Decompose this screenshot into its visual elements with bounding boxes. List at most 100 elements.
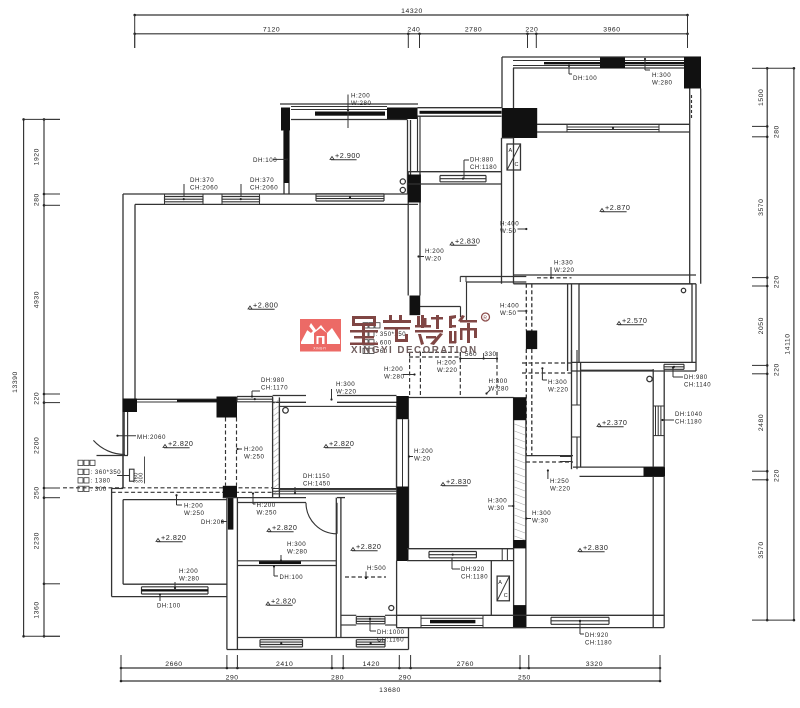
svg-text:+2.800: +2.800 [253, 301, 278, 310]
svg-text:3320: 3320 [586, 661, 603, 668]
svg-text:220: 220 [34, 392, 41, 405]
svg-text:280: 280 [34, 193, 41, 206]
svg-text:W:220: W:220 [550, 485, 571, 492]
svg-text:220: 220 [774, 275, 781, 288]
svg-text:CH:1180: CH:1180 [470, 165, 497, 171]
svg-text:CH:2060: CH:2060 [250, 185, 278, 192]
svg-text:4930: 4930 [34, 291, 41, 308]
svg-text:C: C [504, 593, 509, 599]
svg-text:2660: 2660 [165, 661, 182, 668]
svg-text:W:50: W:50 [500, 310, 517, 317]
svg-text:: 1380: : 1380 [91, 479, 111, 485]
svg-text:A: A [509, 148, 513, 154]
svg-text:H:400: H:400 [500, 303, 519, 310]
svg-text:CH:1140: CH:1140 [684, 383, 711, 389]
svg-text:: 600: : 600 [376, 341, 392, 347]
svg-text:1360: 1360 [34, 601, 41, 618]
svg-text:W:250: W:250 [257, 509, 278, 516]
svg-text:W:280: W:280 [351, 100, 372, 107]
svg-text:DH:370: DH:370 [190, 177, 214, 184]
svg-text:290: 290 [398, 675, 411, 682]
svg-text:: 350*250: : 350*250 [376, 332, 407, 338]
svg-text:300: 300 [139, 472, 145, 483]
svg-text:360: 360 [134, 472, 140, 483]
svg-text:DH:1150: DH:1150 [303, 474, 330, 480]
svg-text:2410: 2410 [276, 661, 293, 668]
svg-text:H:300: H:300 [488, 498, 507, 505]
svg-text:250: 250 [518, 675, 531, 682]
svg-text:H:200: H:200 [179, 568, 198, 575]
svg-text:W:220: W:220 [548, 386, 569, 393]
svg-text:H:200: H:200 [257, 502, 276, 509]
svg-text:14320: 14320 [401, 8, 423, 15]
svg-text:C: C [515, 162, 520, 168]
svg-text:W:280: W:280 [652, 79, 673, 86]
svg-text:2050: 2050 [758, 317, 765, 334]
svg-text:+2.830: +2.830 [446, 477, 471, 486]
svg-text:H:200: H:200 [437, 360, 456, 367]
svg-text:W:250: W:250 [244, 453, 265, 460]
svg-text:H:200: H:200 [384, 366, 403, 373]
svg-text:H:300: H:300 [532, 510, 551, 517]
svg-text:DH:370: DH:370 [250, 177, 274, 184]
svg-text:H:200: H:200 [184, 503, 203, 510]
svg-text:W:30: W:30 [532, 517, 549, 524]
svg-text:CH:1180: CH:1180 [461, 575, 488, 581]
svg-text:W:20: W:20 [425, 255, 442, 262]
svg-text:H:300: H:300 [287, 541, 306, 548]
svg-text:+2.870: +2.870 [605, 203, 630, 212]
svg-text:H:200: H:200 [414, 448, 433, 455]
svg-text:H:300: H:300 [548, 379, 567, 386]
svg-text:H:200: H:200 [244, 446, 263, 453]
svg-text:W:220: W:220 [554, 267, 575, 274]
svg-text:CH:1180: CH:1180 [675, 420, 702, 426]
svg-text:DH:100: DH:100 [157, 604, 181, 610]
svg-text:: 360*350: : 360*350 [91, 470, 122, 476]
svg-text:W:250: W:250 [184, 510, 205, 517]
svg-text:DH:920: DH:920 [585, 633, 609, 639]
svg-text:+2.570: +2.570 [622, 316, 647, 325]
svg-text:1920: 1920 [34, 148, 41, 165]
svg-text:W:50: W:50 [500, 228, 517, 235]
svg-text:DH:200: DH:200 [201, 520, 225, 526]
svg-text:DH:1040: DH:1040 [675, 412, 703, 418]
svg-text:1420: 1420 [363, 661, 380, 668]
svg-text:+2.830: +2.830 [455, 237, 480, 246]
svg-text:13390: 13390 [12, 371, 19, 393]
svg-text:MH:2060: MH:2060 [137, 434, 166, 441]
svg-text:H:300: H:300 [489, 378, 508, 385]
svg-text:DH:980: DH:980 [261, 378, 285, 384]
svg-text:W:280: W:280 [179, 575, 200, 582]
svg-text:W:280: W:280 [489, 385, 510, 392]
svg-text:XINGYI: XINGYI [313, 347, 326, 351]
svg-text:3570: 3570 [758, 541, 765, 558]
svg-text:+2.820: +2.820 [271, 597, 296, 606]
svg-text:2760: 2760 [457, 661, 474, 668]
svg-text:W:30: W:30 [488, 505, 505, 512]
svg-text:240: 240 [407, 27, 420, 34]
svg-text:13680: 13680 [379, 687, 401, 694]
svg-text:1500: 1500 [758, 89, 765, 106]
svg-text:DH:880: DH:880 [470, 158, 494, 164]
svg-text:CH:2060: CH:2060 [190, 185, 218, 192]
svg-text:+2.830: +2.830 [583, 543, 608, 552]
svg-text:2480: 2480 [758, 414, 765, 431]
svg-text:560: 560 [465, 351, 477, 358]
svg-text:DH:100: DH:100 [280, 575, 304, 581]
svg-text:DH:920: DH:920 [461, 567, 485, 573]
svg-text:H:300: H:300 [652, 72, 671, 79]
svg-text:+2.820: +2.820 [329, 439, 354, 448]
svg-text:+2.820: +2.820 [161, 533, 186, 542]
svg-text:H:200: H:200 [351, 93, 370, 100]
svg-text:2200: 2200 [34, 437, 41, 454]
svg-text:7120: 7120 [263, 27, 280, 34]
svg-text:H:200: H:200 [425, 248, 444, 255]
svg-text:+2.820: +2.820 [272, 523, 297, 532]
svg-text:DH:100: DH:100 [573, 75, 597, 82]
svg-text:A: A [498, 580, 502, 586]
svg-text:DH:100: DH:100 [253, 157, 277, 164]
svg-text:3960: 3960 [603, 27, 620, 34]
svg-text:H:500: H:500 [367, 565, 386, 572]
svg-text:280: 280 [331, 675, 344, 682]
svg-text:XINGYI DECORATION: XINGYI DECORATION [351, 345, 478, 356]
